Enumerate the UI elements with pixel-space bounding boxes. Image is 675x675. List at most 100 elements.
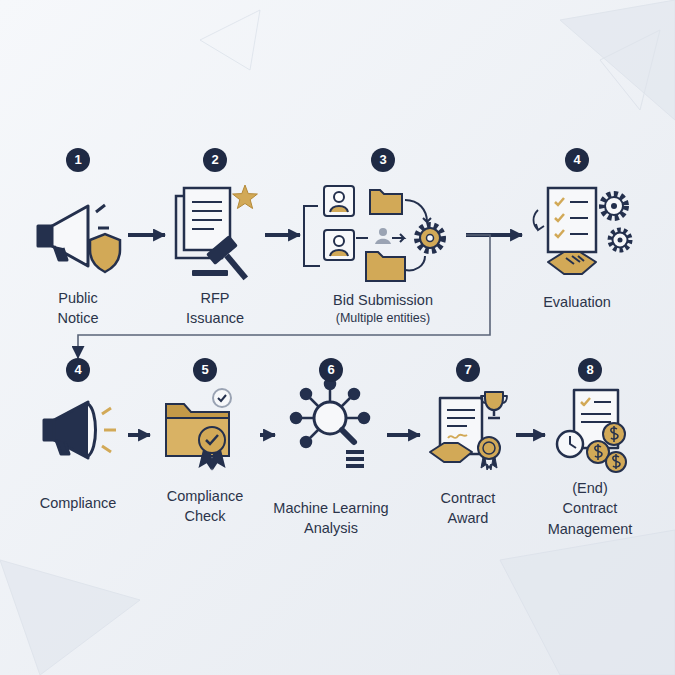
contract-management-icon: [557, 390, 626, 472]
shield-icon-part: [90, 234, 120, 272]
step-label: Evaluation: [527, 292, 627, 312]
contract-award-icon-part: [481, 396, 507, 403]
gavel-icon-part: [224, 253, 248, 280]
process-step: 4Evaluation: [522, 148, 632, 328]
contract-management-icon-part: [606, 452, 626, 472]
gear-icons-part: [613, 233, 628, 248]
flow-arrow: [387, 433, 420, 437]
bidder-icons-part: [324, 230, 354, 260]
megaphone-icon-part: [56, 440, 69, 454]
bidder-icons-part: [304, 206, 320, 266]
bidder-icons-part: [379, 228, 387, 236]
megaphone-icon-part: [38, 226, 52, 246]
background-triangles-part: [0, 560, 140, 675]
gavel-icon-part: [192, 270, 228, 276]
network-magnifier-icon-part: [291, 413, 301, 423]
handshake-icon: [548, 252, 596, 274]
megaphone-icon: [44, 402, 116, 458]
bidder-icons-part: [330, 206, 348, 212]
megaphone-icon-part: [88, 404, 96, 456]
label-block: RFP Issuance: [180, 288, 250, 329]
contract-award-icon-part: [430, 443, 472, 462]
contract-award-icon-part: [485, 392, 503, 410]
background-triangles-part: [600, 30, 660, 110]
process-step: 3Bid Submission(Multiple entities): [300, 148, 466, 328]
folder-badge-icon-part: [206, 435, 218, 444]
flow-arrow: [466, 233, 522, 237]
folder-icons-part: [366, 252, 405, 281]
gear-icons-part: [602, 194, 626, 218]
star-icon: [233, 185, 258, 209]
step-label: Public Notice: [48, 288, 108, 329]
step-number: 3: [371, 148, 395, 172]
flow-arrow: [128, 233, 165, 237]
process-step: 4Compliance: [28, 358, 128, 538]
process-step: 5Compliance Check: [150, 358, 260, 538]
megaphone-icon-part: [54, 402, 88, 458]
label-block: Evaluation: [527, 292, 627, 312]
step-label: Contract Management: [540, 498, 640, 539]
flow-arrow: [260, 433, 275, 437]
network-magnifier-icon-part: [349, 389, 359, 399]
contract-management-icon-part: [595, 444, 602, 460]
background-triangles-part: [200, 10, 260, 70]
network-magnifier-icon-part: [346, 457, 364, 461]
document-stack-icon-part: [192, 202, 222, 229]
checklist-icon-part: [548, 188, 596, 252]
gear-icon: [417, 225, 443, 251]
gear-icon-part: [417, 225, 443, 251]
contract-award-icon-part: [478, 437, 500, 459]
network-magnifier-icon-part: [346, 450, 364, 454]
gear-icon-part: [427, 235, 434, 242]
label-block: Bid Submission(Multiple entities): [300, 290, 466, 328]
megaphone-icon-part: [52, 206, 88, 266]
contract-management-icon-part: [603, 423, 625, 445]
folder-badge-icon: [166, 389, 231, 468]
contract-award-icon: [430, 392, 507, 470]
megaphone-icon-part: [96, 205, 109, 228]
folder-badge-icon-part: [199, 427, 225, 453]
folder-badge-icon-part: [166, 418, 229, 456]
flow-arrow: [516, 433, 545, 437]
network-magnifier-icon-part: [301, 437, 311, 447]
network-magnifier-icon-part: [342, 430, 354, 442]
checklist-icon-part: [534, 210, 545, 230]
bidder-icons-part: [324, 186, 354, 216]
process-step: 7Contract Award: [420, 358, 516, 538]
megaphone-icon-part: [54, 246, 67, 260]
gear-icons-part: [605, 197, 623, 215]
process-step: 6Machine Learning Analysis: [275, 358, 387, 538]
step-label: Compliance: [28, 493, 128, 513]
gear-icons-part: [610, 230, 630, 250]
gear-icon-part: [420, 228, 440, 248]
handshake-icon-part: [566, 256, 584, 264]
bidder-icons-part: [334, 192, 344, 202]
step-number: 5: [193, 358, 217, 382]
folder-badge-icon-part: [218, 395, 226, 401]
background-triangles-part: [500, 530, 675, 675]
step-number: 8: [578, 358, 602, 382]
label-block: Public Notice: [48, 288, 108, 329]
step-number: 2: [203, 148, 227, 172]
step-number: 1: [66, 148, 90, 172]
flow-arrow: [78, 235, 490, 358]
step-number: 7: [456, 358, 480, 382]
gear-icons: [602, 194, 630, 250]
process-step: 2RFP Issuance: [165, 148, 265, 328]
contract-management-icon-part: [613, 454, 620, 469]
flow-arrow: [128, 433, 150, 437]
star-icon-part: [233, 185, 258, 209]
bidder-icons-part: [375, 239, 391, 244]
network-magnifier-icon: [291, 379, 369, 468]
bidder-icons-part: [330, 250, 348, 256]
step-label: RFP Issuance: [180, 288, 250, 329]
contract-management-icon-part: [611, 426, 618, 442]
gavel-icon-part: [206, 235, 257, 288]
handshake-icon-part: [548, 252, 596, 274]
process-step: 1Public Notice: [28, 148, 128, 328]
checklist-icon-part: [555, 198, 564, 237]
checklist-icon-part: [570, 202, 588, 234]
